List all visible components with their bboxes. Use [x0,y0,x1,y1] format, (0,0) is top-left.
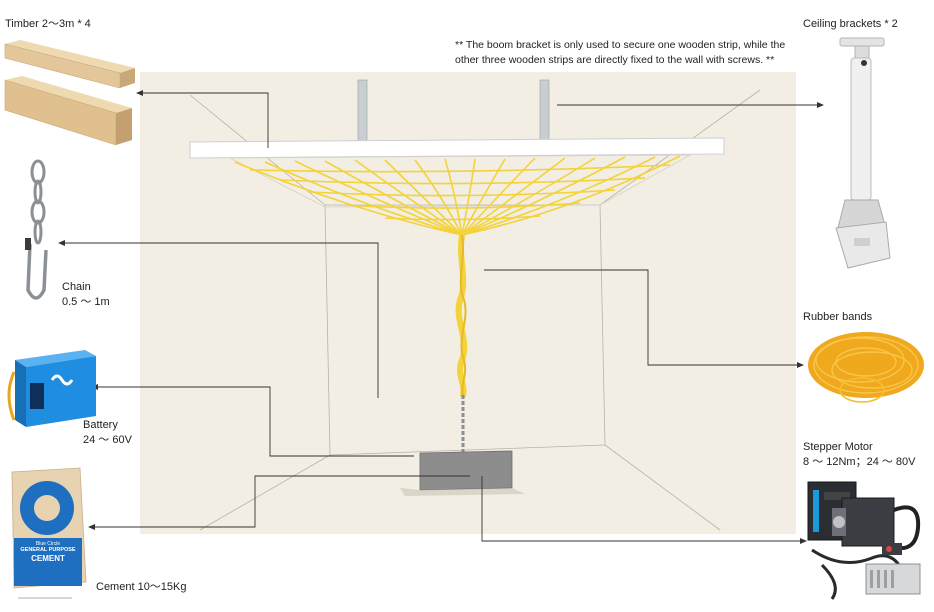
stepper-motor-title: Stepper Motor [803,441,873,453]
rubber-bands-image [808,332,924,403]
wooden-frame-front [189,137,725,159]
chain-image [26,159,48,300]
cement-bag-print: Blue Circle GENERAL PURPOSE CEMENT [14,541,82,563]
timber-image [4,40,135,146]
boom-bracket-note: ** The boom bracket is only used to secu… [455,38,805,68]
battery-image [7,350,96,427]
boom-bracket-note-line-2: other three wooden strips are directly f… [455,54,775,66]
wooden-frame-inner [229,154,691,208]
stepper-motor-label: Stepper Motor 8 ～ 12Nm；24 ～ 80V [803,440,916,470]
ceiling-pole-right [539,79,550,143]
cement-bag-line-1: GENERAL PURPOSE [20,547,76,553]
boom-bracket-note-line-1: ** The boom bracket is only used to secu… [455,39,786,51]
twisted-rubber-rope-shade [459,234,467,396]
leader-lines [62,92,820,542]
chain-title: Chain [62,281,91,293]
chain-spec: 0.5 ～ 1m [62,296,110,308]
battery-title: Battery [83,419,118,431]
timber-label: Timber 2～3m * 4 [5,18,91,30]
chain-label: Chain 0.5 ～ 1m [62,280,110,310]
stepper-motor-spec: 8 ～ 12Nm；24 ～ 80V [803,456,916,468]
cement-block [419,450,513,491]
battery-label: Battery 24 ～ 60V [83,418,132,448]
cement-block-shadow [400,488,525,496]
rubber-bands-label: Rubber bands [803,311,873,323]
ceiling-pole-left [357,79,368,143]
cement-bag-brand: Blue Circle [35,541,61,547]
rubber-band-net [234,155,681,236]
cement-bag-line-2: CEMENT [31,554,65,563]
stepper-motor-image [807,481,921,600]
battery-spec: 24 ～ 60V [83,434,132,446]
chain-clasp [25,238,31,250]
cement-bag-image [11,467,87,599]
ceiling-brackets-label: Ceiling brackets * 2 [803,18,898,30]
cement-label: Cement 10～15Kg [96,581,187,593]
ceiling-bracket-image [835,37,891,269]
